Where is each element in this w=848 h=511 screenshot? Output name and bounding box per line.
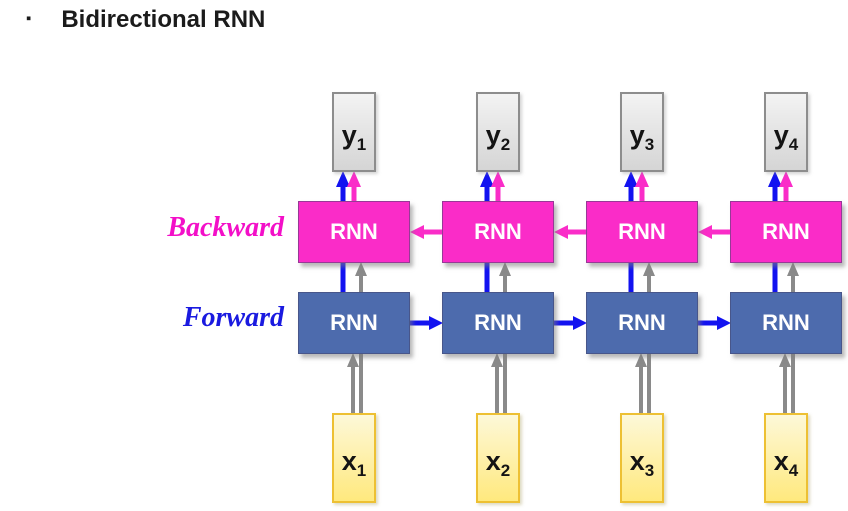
node-label: y3 — [629, 119, 655, 154]
arrowhead-icon — [554, 225, 568, 239]
forward-layer-label: Forward — [182, 302, 284, 333]
arrowhead-icon — [635, 353, 647, 367]
forward-rnn-node-3: RNN — [586, 292, 698, 354]
output-node-y1: y1 — [332, 92, 376, 172]
arrowhead-icon — [779, 171, 793, 187]
forward-rnn-node-4: RNN — [730, 292, 842, 354]
node-label: x3 — [629, 445, 655, 480]
backward-layer-label: Backward — [167, 212, 284, 243]
input-node-x4: x4 — [764, 413, 808, 503]
input-node-x1: x1 — [332, 413, 376, 503]
page-title: Bidirectional RNN — [61, 6, 266, 33]
node-label: y4 — [773, 119, 799, 154]
node-label: x4 — [773, 445, 799, 480]
arrowhead-icon — [624, 171, 638, 187]
arrowhead-icon — [698, 225, 712, 239]
arrowhead-icon — [717, 316, 731, 330]
forward-recurrent-arrows — [410, 316, 731, 330]
arrowhead-icon — [347, 353, 359, 367]
arrowhead-icon — [480, 171, 494, 187]
backward-recurrent-arrows — [410, 225, 731, 239]
backward-rnn-node-1: RNN — [298, 201, 410, 263]
backward-rnn-node-4: RNN — [730, 201, 842, 263]
output-node-y2: y2 — [476, 92, 520, 172]
backward-rnn-node-2: RNN — [442, 201, 554, 263]
bullet-icon: ▪ — [26, 10, 32, 27]
node-label: y1 — [341, 119, 367, 154]
output-node-y4: y4 — [764, 92, 808, 172]
input-node-x2: x2 — [476, 413, 520, 503]
arrowhead-icon — [491, 171, 505, 187]
arrowhead-icon — [347, 171, 361, 187]
node-label: x1 — [341, 445, 367, 480]
arrowhead-icon — [779, 353, 791, 367]
arrowhead-icon — [768, 171, 782, 187]
backward-rnn-node-3: RNN — [586, 201, 698, 263]
arrowhead-icon — [635, 171, 649, 187]
arrowhead-icon — [643, 262, 655, 276]
input-node-x3: x3 — [620, 413, 664, 503]
slide-title-row: ▪ Bidirectional RNN — [26, 6, 265, 34]
arrowhead-icon — [336, 171, 350, 187]
output-node-y3: y3 — [620, 92, 664, 172]
forward-rnn-node-1: RNN — [298, 292, 410, 354]
arrowhead-icon — [355, 262, 367, 276]
arrowhead-icon — [429, 316, 443, 330]
arrowhead-icon — [787, 262, 799, 276]
forward-rnn-node-2: RNN — [442, 292, 554, 354]
arrowhead-icon — [410, 225, 424, 239]
node-label: y2 — [485, 119, 511, 154]
node-label: x2 — [485, 445, 511, 480]
arrowhead-icon — [573, 316, 587, 330]
arrowhead-icon — [491, 353, 503, 367]
arrowhead-icon — [499, 262, 511, 276]
